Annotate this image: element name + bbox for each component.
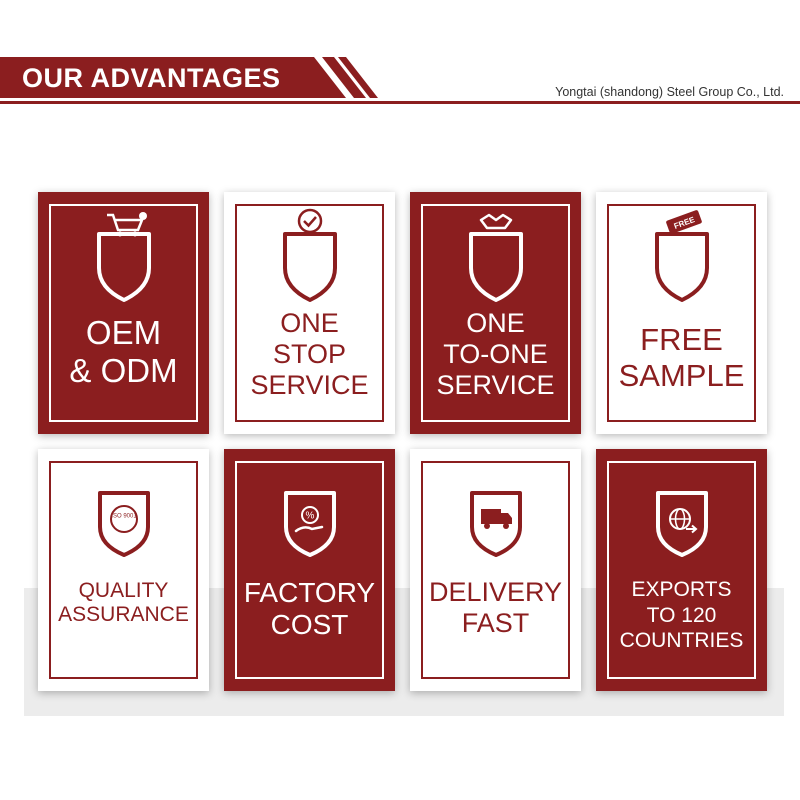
free-tag-icon: FREE — [651, 210, 713, 307]
globe-arrow-icon — [654, 487, 710, 562]
iso-9001-icon: ISO 9001 — [96, 487, 152, 562]
page-title: OUR ADVANTAGES — [22, 63, 281, 93]
advantage-card-delivery-fast: DELIVERY FAST — [410, 449, 581, 691]
advantage-card-oem-odm: OEM & ODM — [38, 192, 209, 434]
checkmark-badge-icon — [279, 208, 341, 307]
card-frame — [607, 204, 756, 422]
advantage-card-one-stop-service: ONE STOP SERVICE — [224, 192, 395, 434]
section-banner — [0, 57, 380, 98]
delivery-truck-icon — [468, 487, 524, 562]
svg-text:ISO 9001: ISO 9001 — [111, 514, 137, 520]
discount-hand-icon: % — [282, 487, 338, 562]
advantage-label: FREE SAMPLE — [618, 322, 745, 393]
svg-text:%: % — [305, 511, 314, 522]
card-frame — [235, 461, 384, 679]
advantage-label: DELIVERY FAST — [428, 577, 563, 639]
card-frame — [49, 461, 198, 679]
handshake-icon — [465, 210, 527, 307]
card-frame — [607, 461, 756, 679]
card-frame — [235, 204, 384, 422]
card-frame — [49, 204, 198, 422]
advantage-card-free-sample: FREE FREE SAMPLE — [596, 192, 767, 434]
advantage-card-one-to-one-service: ONE TO-ONE SERVICE — [410, 192, 581, 434]
advantage-label: QUALITY ASSURANCE — [58, 579, 189, 627]
advantage-label: ONE STOP SERVICE — [250, 308, 369, 401]
advantage-card-factory-cost: % FACTORY COST — [224, 449, 395, 691]
advantage-label: OEM & ODM — [69, 314, 178, 389]
advantage-card-exports: EXPORTS TO 120 COUNTRIES — [596, 449, 767, 691]
card-frame — [421, 461, 570, 679]
header-divider — [0, 101, 800, 104]
advantage-label: FACTORY COST — [243, 577, 376, 641]
advantage-label: ONE TO-ONE SERVICE — [436, 308, 555, 401]
advantage-label: EXPORTS TO 120 COUNTRIES — [619, 578, 744, 653]
card-frame — [421, 204, 570, 422]
shopping-cart-icon — [93, 210, 155, 307]
company-name: Yongtai (shandong) Steel Group Co., Ltd. — [555, 85, 784, 99]
advantage-card-quality-assurance: ISO 9001 QUALITY ASSURANCE — [38, 449, 209, 691]
